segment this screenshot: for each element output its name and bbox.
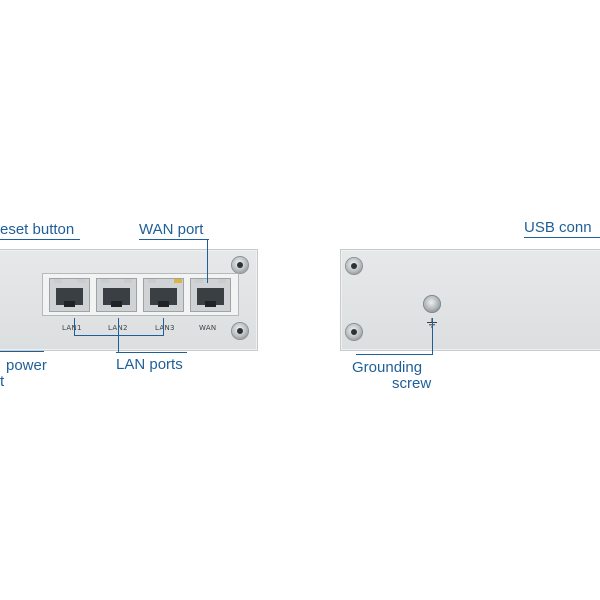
wan-port-callout: WAN port	[139, 221, 204, 238]
port-label-lan3: LAN3	[155, 324, 175, 332]
usb-underline	[524, 237, 600, 238]
reset-button-underline	[0, 239, 80, 240]
lan-ports-overline	[116, 352, 187, 353]
back-panel	[340, 249, 600, 351]
mounting-screw-top-right-front	[232, 257, 248, 273]
grounding-screw	[424, 296, 440, 312]
reset-button-callout: eset button	[0, 221, 75, 238]
grounding-callout-line1: Grounding	[352, 359, 423, 376]
lan-ports-callout: LAN ports	[116, 356, 183, 373]
lan-leader-1	[74, 318, 75, 336]
port-label-wan: WAN	[199, 324, 217, 332]
grounding-callout-line2: screw	[392, 375, 432, 392]
grounding-leader	[432, 318, 433, 355]
lan-leader-3	[163, 318, 164, 336]
wan-port	[190, 278, 231, 312]
lan3-port	[143, 278, 184, 312]
mounting-screw-top-left-back	[346, 258, 362, 274]
power-callout-line1: power	[6, 357, 47, 374]
ethernet-port-block	[42, 273, 239, 316]
power-callout-line2: t	[0, 373, 5, 390]
lan2-port	[96, 278, 137, 312]
activity-led	[174, 279, 182, 283]
port-label-lan2: LAN2	[108, 324, 128, 332]
power-overline	[0, 351, 44, 352]
lan1-port	[49, 278, 90, 312]
port-label-lan1: LAN1	[62, 324, 82, 332]
wan-port-underline	[139, 239, 209, 240]
grounding-overline	[356, 354, 433, 355]
lan-leader-bar	[74, 335, 164, 336]
wan-port-leader	[207, 239, 208, 283]
mounting-screw-bottom-left-back	[346, 324, 362, 340]
usb-callout: USB conn	[524, 219, 592, 236]
mounting-screw-bottom-right-front	[232, 323, 248, 339]
